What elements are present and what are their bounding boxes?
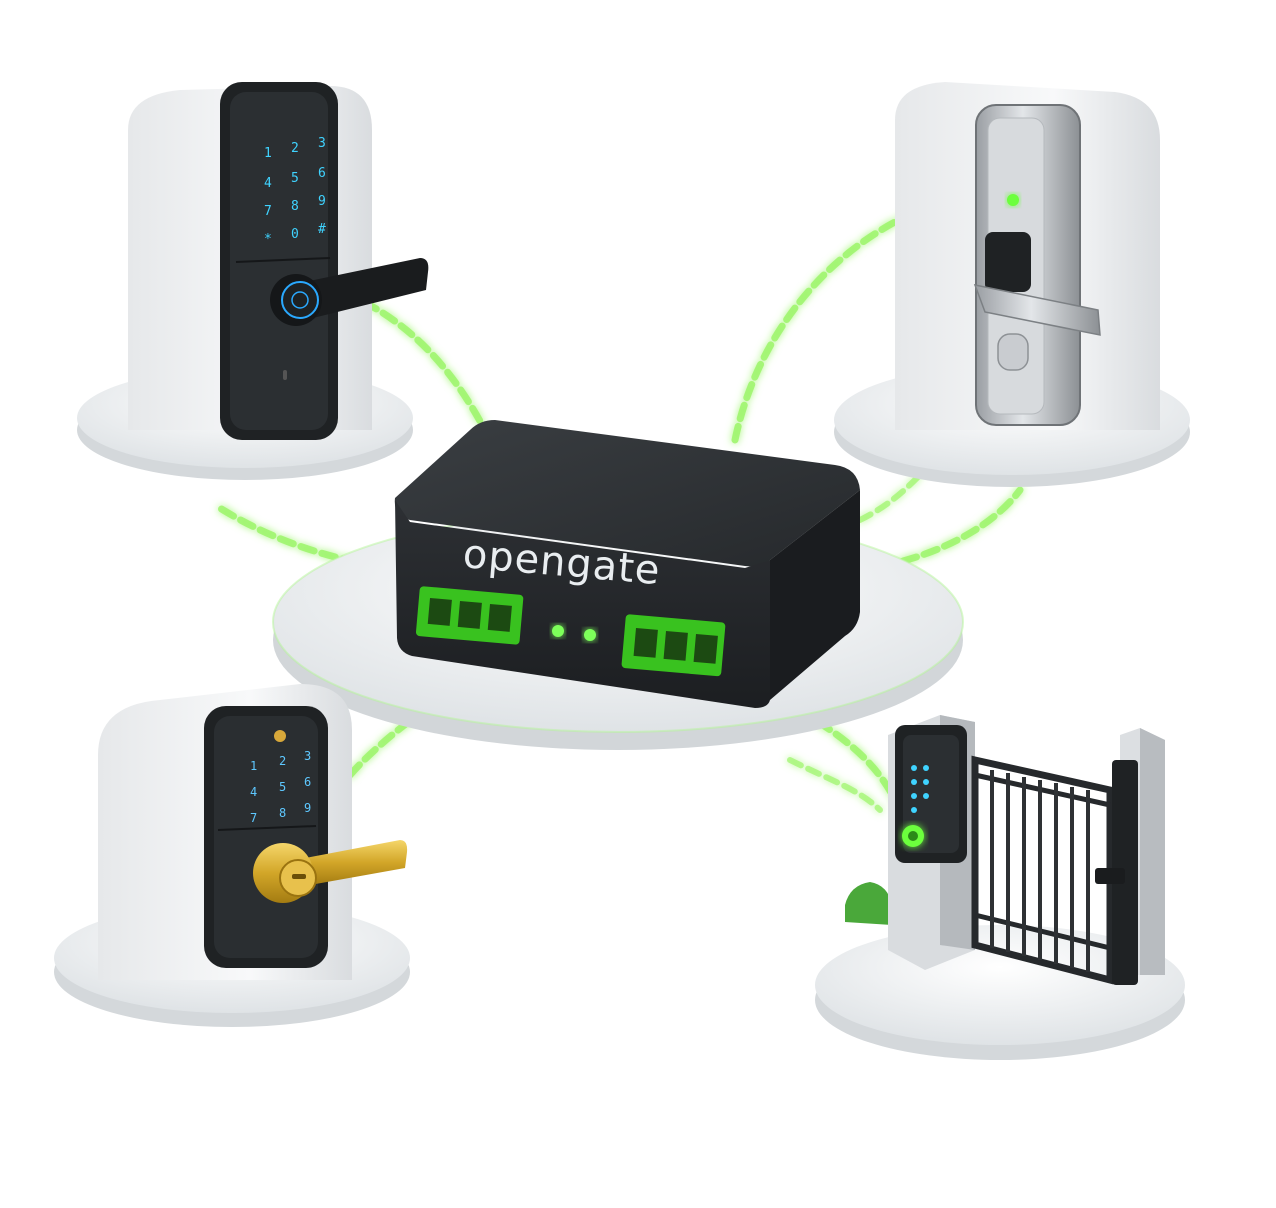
key: 5 <box>279 780 286 794</box>
smart-lock-fingerprint-icon <box>834 82 1190 487</box>
key: 1 <box>250 759 257 773</box>
keypad-top-left: 1 2 3 4 5 6 7 8 9 * 0 # <box>264 136 326 247</box>
deadbolt-keypad-icon: 1 2 3 4 5 6 7 8 9 <box>54 684 410 1027</box>
key: 8 <box>291 199 299 214</box>
key: 0 <box>291 227 299 242</box>
key: 9 <box>318 194 326 209</box>
status-led <box>584 629 596 641</box>
hub-port-left <box>415 586 524 645</box>
key: 4 <box>264 176 272 191</box>
smart-lock-keypad-icon: 1 2 3 4 5 6 7 8 9 * 0 # <box>77 82 429 480</box>
keypad-bottom-left: 1 2 3 4 5 6 7 8 9 <box>250 749 311 825</box>
key: 6 <box>318 166 326 181</box>
key: 4 <box>250 785 257 799</box>
key: 8 <box>279 806 286 820</box>
key: 3 <box>318 136 326 151</box>
hub-port-right <box>621 614 726 677</box>
hub-device-icon: opengate <box>272 420 964 750</box>
key: 2 <box>279 754 286 768</box>
key: 7 <box>264 204 272 219</box>
key: 1 <box>264 146 272 161</box>
gate-frame <box>971 755 1138 985</box>
key: * <box>264 232 272 247</box>
key: 7 <box>250 811 257 825</box>
gate-access-icon <box>815 715 1185 1060</box>
key: 2 <box>291 141 299 156</box>
key: 9 <box>304 801 311 815</box>
key: 5 <box>291 171 299 186</box>
status-led <box>552 625 564 637</box>
key: # <box>318 222 326 237</box>
key: 3 <box>304 749 311 763</box>
link-hub-bottom-right-2 <box>787 757 883 813</box>
key: 6 <box>304 775 311 789</box>
link-hub-top-left <box>356 296 494 444</box>
